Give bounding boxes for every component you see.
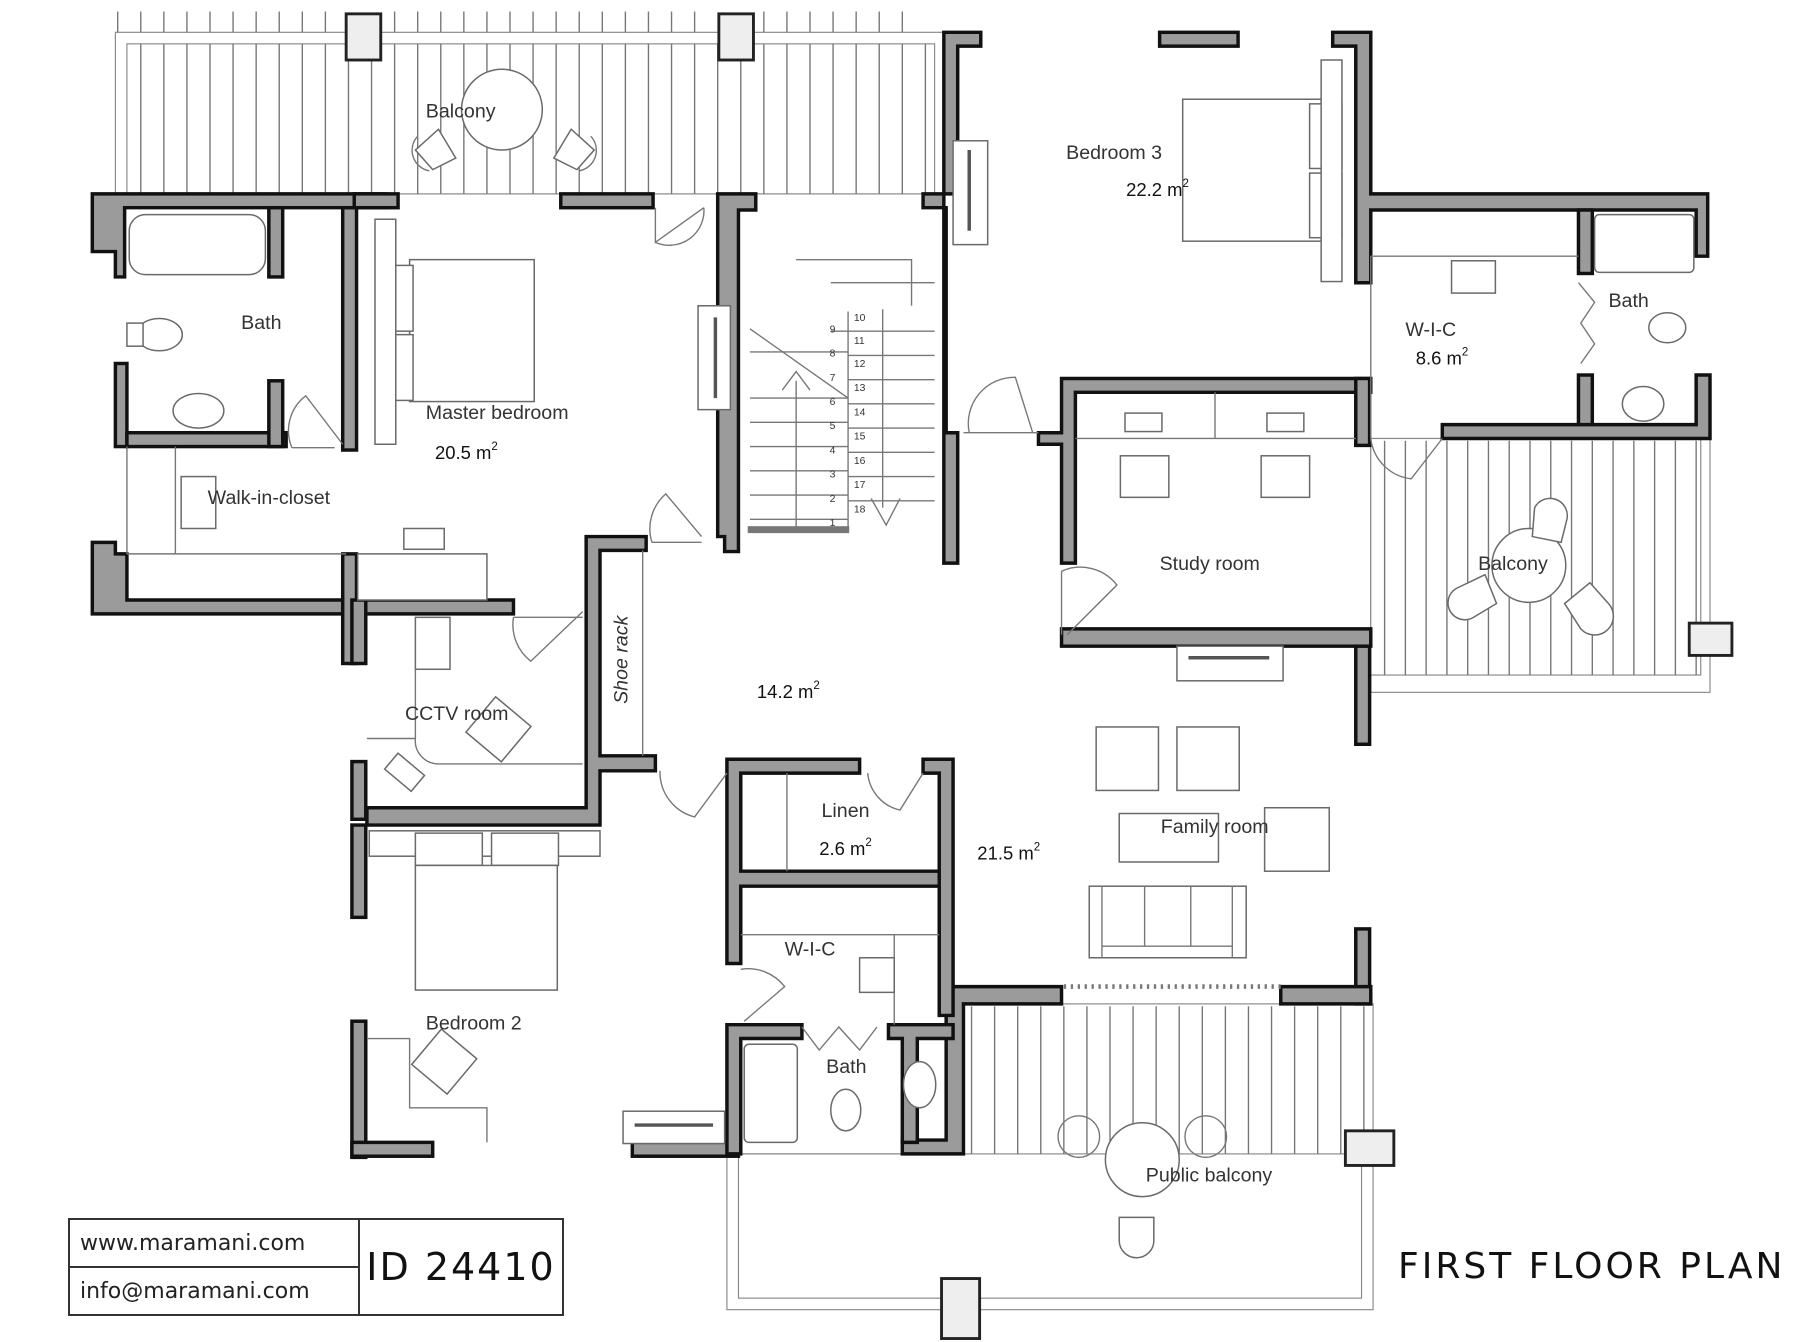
svg-text:7: 7: [830, 373, 836, 384]
svg-text:1: 1: [830, 518, 836, 529]
balcony-top-label: Balcony: [426, 101, 496, 123]
column: [1687, 621, 1734, 657]
sink: [1621, 385, 1665, 422]
sink: [172, 392, 225, 429]
plan-title: FIRST FLOOR PLAN: [1398, 1246, 1786, 1287]
website-link[interactable]: www.maramani.com: [80, 1230, 306, 1256]
linen-label: Linen: [822, 800, 870, 822]
sink: [902, 1060, 937, 1109]
room-labels: Balcony Bath Master bedroom 20.5 m2 Walk…: [208, 101, 1649, 1187]
svg-text:10: 10: [854, 313, 866, 324]
toilet: [830, 1088, 862, 1132]
chair: [1531, 497, 1569, 544]
doors: [287, 207, 1443, 1022]
svg-text:5: 5: [830, 421, 836, 432]
bathtub: [743, 1043, 799, 1144]
bedroom3-label: Bedroom 3: [1066, 142, 1162, 164]
printer: [383, 752, 426, 793]
svg-text:9: 9: [830, 324, 836, 335]
armchair: [1095, 726, 1160, 792]
shoe-rack-label: Shoe rack: [611, 614, 633, 703]
svg-text:14: 14: [854, 407, 866, 418]
svg-text:12: 12: [854, 359, 866, 370]
bed: [408, 258, 535, 403]
tv-unit: [622, 1110, 726, 1145]
right-balcony: [1370, 437, 1734, 693]
svg-text:3: 3: [830, 470, 836, 481]
top-balcony: [114, 11, 950, 195]
family-room-label: Family room: [1161, 816, 1269, 838]
svg-text:4: 4: [830, 445, 836, 456]
svg-text:16: 16: [854, 456, 866, 467]
lobby-area: 14.2 m2: [757, 680, 820, 702]
plan-id: ID 24410: [366, 1245, 556, 1289]
svg-text:11: 11: [854, 336, 865, 347]
toilet: [1648, 311, 1687, 344]
monitor: [1260, 455, 1311, 499]
bed: [414, 864, 559, 991]
sofa: [1088, 885, 1247, 959]
master-bedroom-label: Master bedroom: [426, 402, 569, 424]
armchair: [1176, 726, 1240, 792]
column: [940, 1277, 982, 1340]
wic-bedroom3-label: W-I-C: [1405, 319, 1456, 341]
column: [717, 12, 755, 62]
coffee-table: [1118, 812, 1220, 863]
chair: [414, 128, 457, 171]
contact-column: www.maramani.com info@maramani.com: [70, 1220, 360, 1314]
tv-unit: [1176, 645, 1284, 682]
desk: [410, 1028, 478, 1096]
svg-text:2: 2: [830, 494, 836, 505]
chair: [1563, 581, 1615, 636]
walls: [90, 30, 1712, 1160]
family-room-area: 21.5 m2: [977, 841, 1040, 863]
chair: [1447, 573, 1498, 621]
bedroom2-label: Bedroom 2: [426, 1012, 522, 1034]
monitor: [1119, 455, 1170, 499]
wic-bedroom2-label: W-I-C: [785, 938, 836, 960]
walk-in-closet-label: Walk-in-closet: [208, 487, 331, 509]
desk: [356, 553, 488, 601]
svg-text:6: 6: [830, 397, 836, 408]
svg-text:15: 15: [854, 432, 866, 443]
cctv-room-label: CCTV room: [405, 703, 509, 725]
email-link[interactable]: info@maramani.com: [70, 1266, 358, 1314]
info-box: www.maramani.com info@maramani.com ID 24…: [68, 1218, 564, 1316]
study-room-label: Study room: [1160, 553, 1260, 575]
round-table: [1491, 527, 1567, 604]
armchair: [1263, 806, 1330, 872]
public-balcony: [726, 1003, 1396, 1340]
svg-text:17: 17: [854, 480, 866, 491]
balcony-right-label: Balcony: [1478, 553, 1548, 575]
desk: [464, 695, 533, 763]
chair: [552, 128, 596, 171]
bedroom3-area: 22.2 m2: [1126, 178, 1189, 200]
master-bath-label: Bath: [241, 312, 281, 334]
wic-bedroom3-area: 8.6 m2: [1416, 346, 1469, 368]
bath-bedroom3-label: Bath: [1608, 290, 1648, 312]
fixtures: [126, 59, 1695, 1145]
chair: [1118, 1216, 1155, 1259]
column: [1343, 1129, 1396, 1167]
bath-bedroom2-label: Bath: [826, 1056, 866, 1078]
shower: [1593, 213, 1695, 274]
round-table: [460, 68, 544, 151]
svg-text:13: 13: [854, 383, 866, 394]
column: [344, 12, 383, 62]
bathtub: [128, 213, 267, 276]
bed: [1181, 98, 1322, 242]
master-bedroom-area: 20.5 m2: [435, 441, 498, 463]
linen-area: 2.6 m2: [819, 837, 872, 859]
public-balcony-label: Public balcony: [1146, 1165, 1273, 1187]
svg-text:18: 18: [854, 504, 866, 515]
svg-text:8: 8: [830, 349, 836, 360]
round-table: [1104, 1122, 1180, 1198]
